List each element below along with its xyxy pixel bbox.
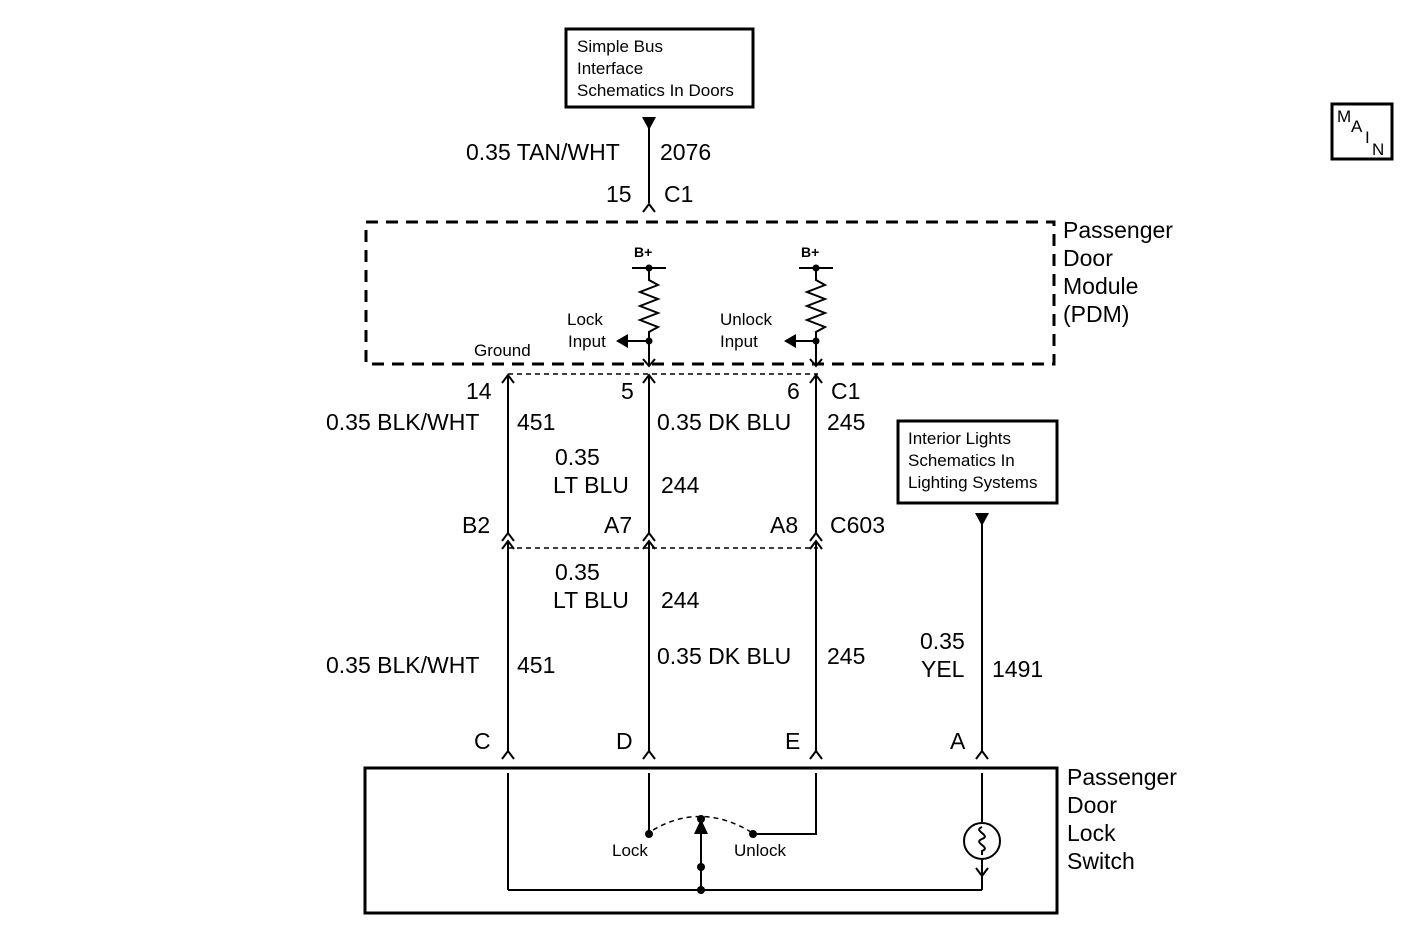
main-letter-n: N <box>1372 140 1384 159</box>
switch-box <box>363 766 1059 915</box>
lock-input-arrow-icon <box>616 334 628 348</box>
main-letter-i: I <box>1365 128 1370 147</box>
switch-pin-c: C <box>474 728 491 754</box>
ref2-line-1: Interior Lights <box>908 429 1011 448</box>
c1-pin-14: 14 <box>466 378 492 404</box>
pin-15: 15 <box>606 181 632 207</box>
switch-pin-d: D <box>616 728 633 754</box>
wire-244-lower-gauge: 0.35 <box>555 559 600 585</box>
c1-pin-5-symbol <box>642 373 656 384</box>
wire-244-lower-color: LT BLU <box>553 587 629 613</box>
switch-unlock-label: Unlock <box>734 841 786 860</box>
ref2-line-3: Lighting Systems <box>908 473 1037 492</box>
ref-line-2: Interface <box>577 59 643 78</box>
simple-bus-reference[interactable]: Simple Bus Interface Schematics In Doors <box>564 27 755 109</box>
unlock-contact <box>749 830 757 838</box>
c1-pin-6: 6 <box>787 378 800 404</box>
ground-label: Ground <box>474 341 531 360</box>
connector-symbol <box>642 202 656 213</box>
c603-pin-a8: A8 <box>770 512 798 538</box>
pdm-label-4: (PDM) <box>1063 301 1129 327</box>
connector-c603: C603 <box>830 512 885 538</box>
interior-lights-reference[interactable]: Interior Lights Schematics In Lighting S… <box>896 419 1059 505</box>
bulb-icon <box>963 822 1001 860</box>
bplus-unlock-label: B+ <box>801 244 819 260</box>
wire-244-upper-color: LT BLU <box>553 472 629 498</box>
pdm-label-3: Module <box>1063 273 1138 299</box>
wire-1491-color: YEL <box>921 656 965 682</box>
unlock-input-label-1: Unlock <box>720 310 772 329</box>
pdm-module-box <box>364 220 1056 366</box>
wire-244-upper-circuit: 244 <box>661 472 700 498</box>
switch-internal-wiring <box>507 773 989 891</box>
c603-pin-b2: B2 <box>462 512 490 538</box>
wire-451-upper-circuit: 451 <box>517 409 555 435</box>
wire-451-upper-gauge: 0.35 BLK/WHT <box>326 409 479 435</box>
wire-245-upper-circuit: 245 <box>827 409 865 435</box>
wire-451-lower-circuit: 451 <box>517 652 555 678</box>
ref-line-1: Simple Bus <box>577 37 663 56</box>
switch-label-3: Lock <box>1067 820 1116 846</box>
wire-245-lower-circuit: 245 <box>827 643 865 669</box>
switch-lock-label: Lock <box>612 841 648 860</box>
wire-245-upper-gauge: 0.35 DK BLU <box>657 409 791 435</box>
lock-resistor-icon <box>637 268 661 366</box>
main-button[interactable]: M A I N <box>1330 102 1394 161</box>
pdm-label-2: Door <box>1063 245 1113 271</box>
bplus-lock-label: B+ <box>634 244 652 260</box>
switch-lever-arrow-icon <box>694 819 708 834</box>
wire-1491-circuit: 1491 <box>992 656 1043 682</box>
lock-input-label-2: Input <box>568 332 606 351</box>
main-letter-m: M <box>1337 107 1351 126</box>
ref-line-3: Schematics In Doors <box>577 81 734 100</box>
wire-244-lower-circuit: 244 <box>661 587 700 613</box>
unlock-input-label-2: Input <box>720 332 758 351</box>
c1-pin-5: 5 <box>621 378 634 404</box>
unlock-input-arrow-icon <box>784 334 796 348</box>
wire-451-lower-gauge: 0.35 BLK/WHT <box>326 652 479 678</box>
switch-pin-a: A <box>950 728 966 754</box>
wire-245-lower-gauge: 0.35 DK BLU <box>657 643 791 669</box>
connector-c1-mid: C1 <box>831 378 860 404</box>
switch-label-4: Switch <box>1067 848 1135 874</box>
c1-pin-14-symbol <box>501 373 515 384</box>
wire-2076-circuit: 2076 <box>660 139 711 165</box>
c603-pin-a7: A7 <box>604 512 632 538</box>
ref2-line-2: Schematics In <box>908 451 1015 470</box>
c603-connector-symbols <box>501 531 823 550</box>
switch-label-2: Door <box>1067 792 1117 818</box>
pdm-label-1: Passenger <box>1063 217 1173 243</box>
c1-pin-6-symbol <box>809 373 823 384</box>
wire-2076-gauge: 0.35 TAN/WHT <box>466 139 620 165</box>
switch-label-1: Passenger <box>1067 764 1177 790</box>
switch-pin-e: E <box>785 728 800 754</box>
connector-c1-top: C1 <box>664 181 693 207</box>
unlock-resistor-icon <box>804 268 828 366</box>
main-letter-a: A <box>1351 117 1363 136</box>
lock-contact <box>645 830 653 838</box>
wire-1491-gauge: 0.35 <box>920 628 965 654</box>
wire-244-upper-gauge: 0.35 <box>555 444 600 470</box>
lock-input-label-1: Lock <box>567 310 603 329</box>
